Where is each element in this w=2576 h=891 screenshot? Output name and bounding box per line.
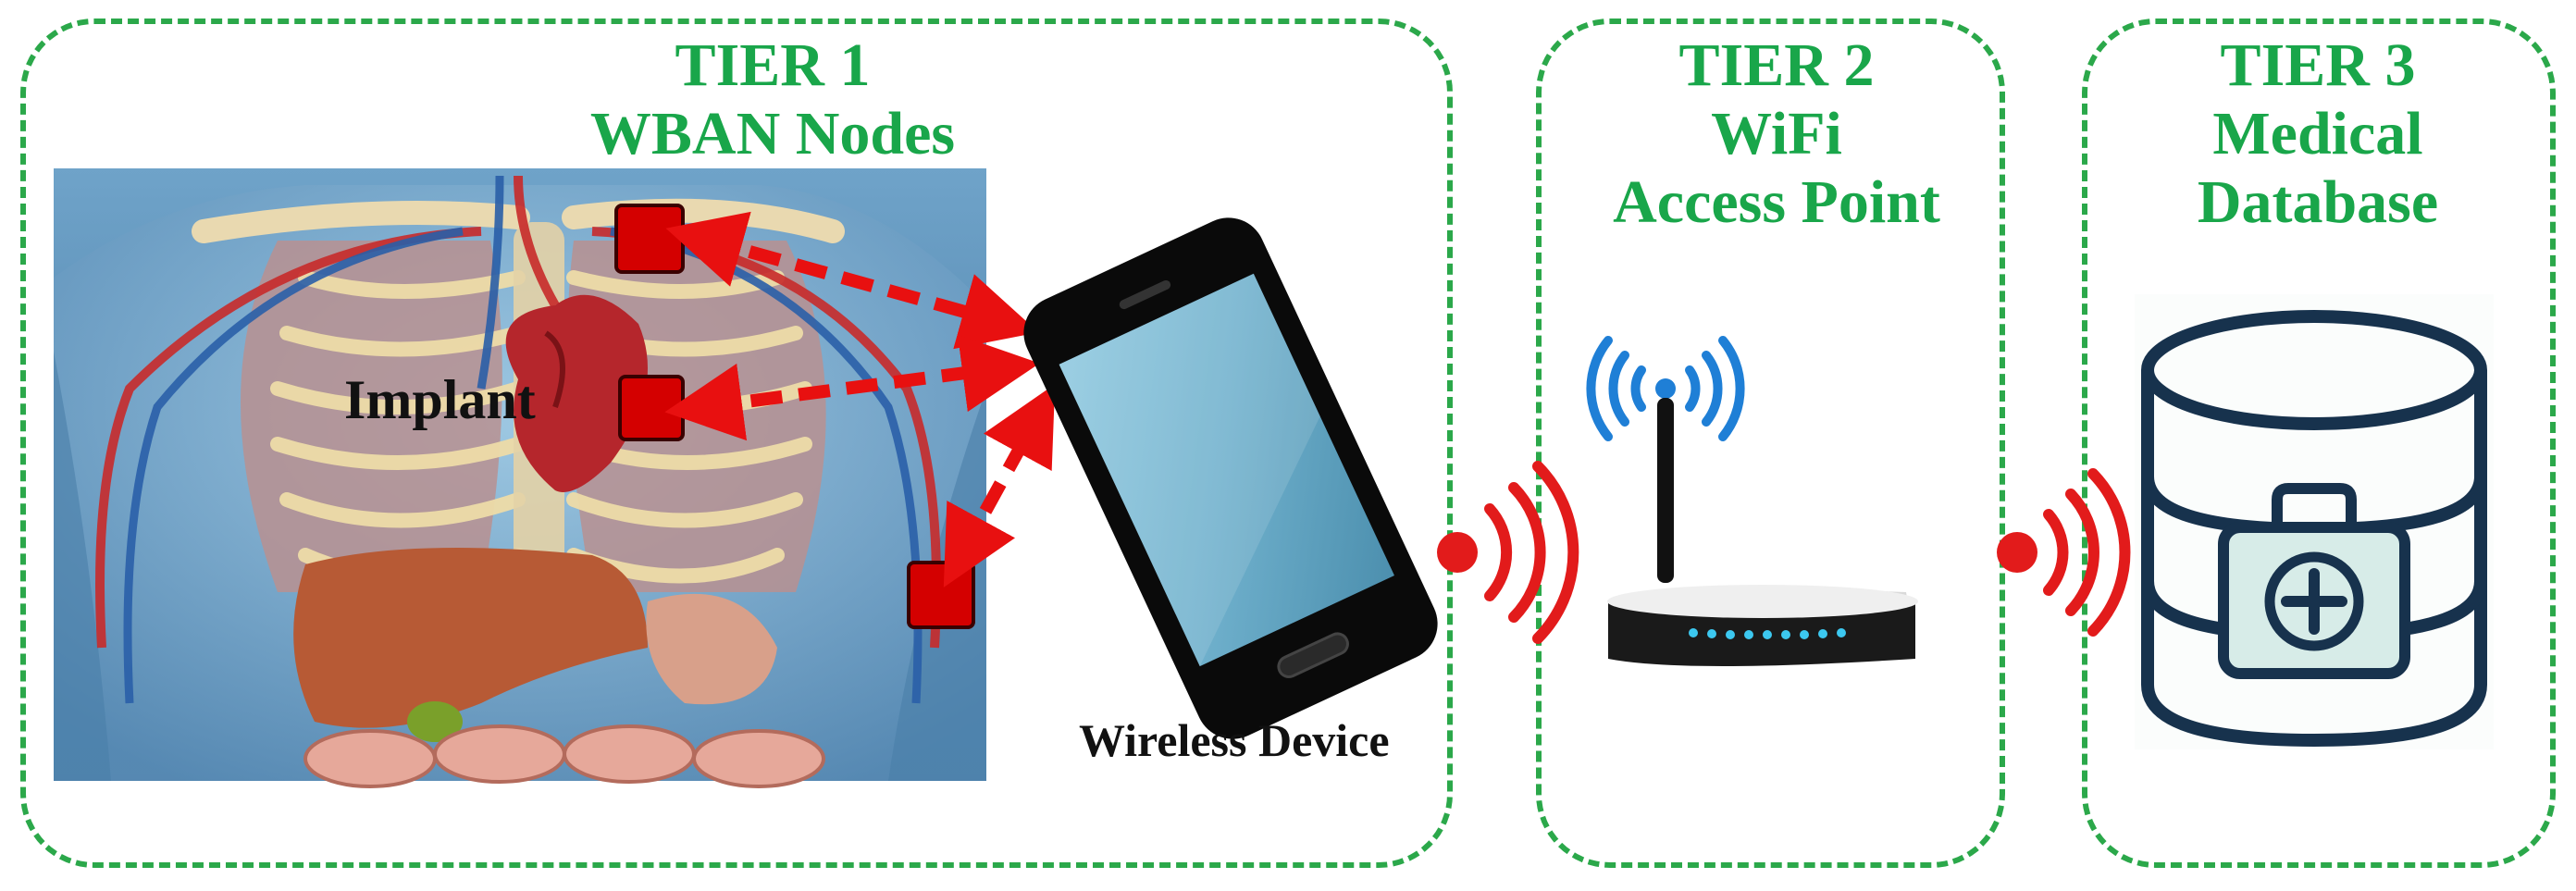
wireless-device-label: Wireless Device: [1079, 714, 1390, 766]
tier-3-heading: TIER 3: [2220, 31, 2416, 99]
tier-1-title: TIER 1 WBAN Nodes: [523, 31, 1022, 168]
node-to-device-arrows: [664, 211, 1056, 588]
tier-2-title: TIER 2 WiFi Access Point: [1610, 31, 1943, 237]
arrow-arm-to-device: [943, 384, 1056, 588]
medical-database-icon: [2135, 294, 2494, 749]
wireless-signal-icon-1: [1437, 461, 1579, 644]
smartphone-icon: [1023, 217, 1438, 739]
tier-3-title: TIER 3 Medical Database: [2156, 31, 2480, 237]
tier-1-subtitle: WBAN Nodes: [589, 100, 956, 167]
tier-3-subtitle-line-2: Database: [2197, 168, 2439, 236]
arrow-implant-to-device: [664, 334, 1040, 441]
tier-2-subtitle-line-1: WiFi: [1711, 100, 1842, 167]
tier-3-subtitle-line-1: Medical: [2212, 100, 2423, 167]
wban-node-chest: [614, 204, 685, 274]
wifi-router-icon: [1586, 336, 1918, 666]
tier-1-box: [20, 19, 1453, 868]
tier-2-subtitle-line-2: Access Point: [1613, 168, 1940, 236]
wireless-signal-icon-2: [1997, 468, 2131, 637]
implant-label: Implant: [344, 369, 536, 430]
tier-3-box: [2082, 19, 2556, 868]
wban-node-implant: [618, 375, 685, 441]
wban-node-arm: [907, 561, 975, 629]
tier-1-heading: TIER 1: [675, 31, 871, 99]
human-anatomy-illustration: [54, 168, 986, 788]
tier-2-heading: TIER 2: [1678, 31, 1875, 99]
tier-2-box: [1536, 19, 2005, 868]
arrow-chest-to-device: [665, 211, 1039, 350]
